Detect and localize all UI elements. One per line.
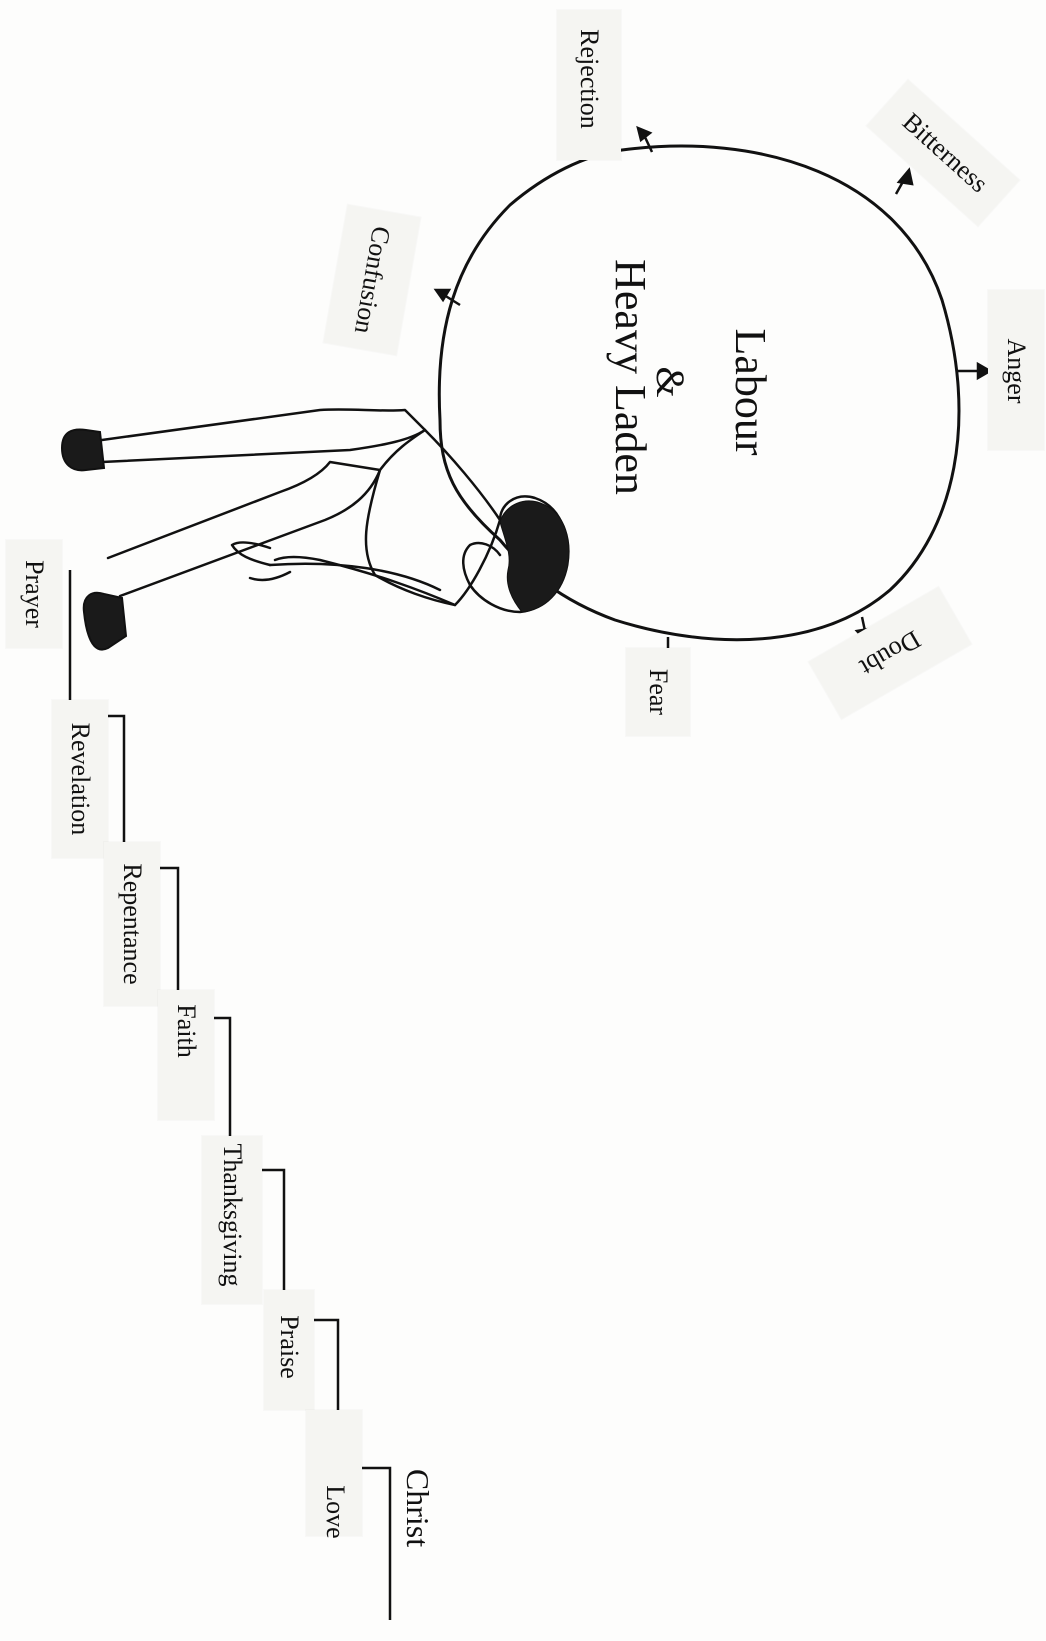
- thanksgiving-slip: [202, 1136, 262, 1304]
- step-label-thanksgiving: Thanksgiving: [218, 1143, 247, 1287]
- burden-title-line1: Labour: [726, 328, 775, 456]
- step-label-repentance: Repentance: [118, 863, 147, 985]
- step-label-love: Love: [321, 1485, 350, 1539]
- burden-title-ampersand: &: [648, 366, 693, 398]
- step-label-prayer: Prayer: [20, 560, 49, 628]
- faith-slip: [158, 990, 214, 1120]
- love-slip: [306, 1410, 362, 1536]
- step-label-faith: Faith: [172, 1004, 201, 1058]
- arrow-rejection: [636, 125, 654, 153]
- arrow-anger: [958, 361, 993, 381]
- revelation-slip: [52, 700, 108, 858]
- burden-title-line3: Heavy Laden: [606, 259, 655, 495]
- step-label-revelation: Revelation: [66, 722, 95, 836]
- praise-slip: [264, 1290, 314, 1410]
- arrow-confusion: [433, 288, 461, 307]
- burden-label-fear: Fear: [644, 668, 673, 716]
- burden-label-anger: Anger: [1002, 338, 1031, 404]
- burden-circle: [437, 144, 961, 642]
- fear-slip: [626, 648, 690, 736]
- burden-label-rejection: Rejection: [575, 29, 604, 129]
- repentance-slip: [104, 842, 160, 1006]
- step-label-praise: Praise: [275, 1315, 304, 1379]
- back-shoe: [60, 428, 106, 472]
- arrow-bitterness: [894, 167, 914, 195]
- person-illustration: [100, 408, 568, 614]
- anger-slip: [988, 290, 1044, 450]
- front-shoe: [82, 591, 128, 651]
- rejection-slip: [557, 10, 621, 160]
- goal-label-christ: Christ: [400, 1468, 436, 1548]
- prayer-slip: [6, 540, 62, 648]
- person-hair: [499, 500, 570, 613]
